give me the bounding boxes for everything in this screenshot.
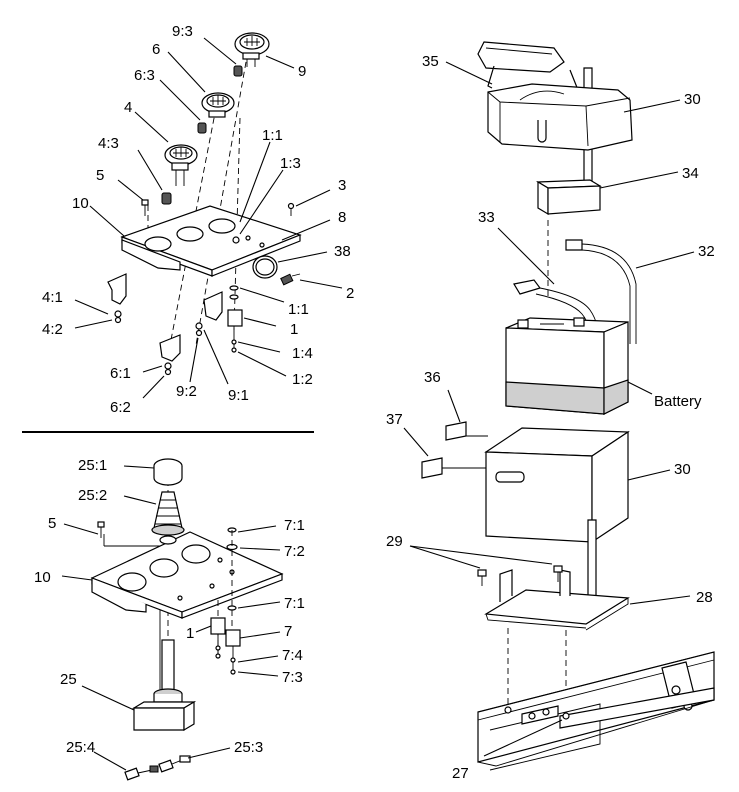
gauge-9 — [233, 32, 270, 77]
switch-7 — [225, 629, 241, 675]
callout-4-3: 4:3 — [98, 135, 119, 152]
callout-9-3: 9:3 — [172, 23, 193, 40]
clamp-38 — [252, 255, 278, 279]
battery-box-30 — [484, 427, 630, 544]
joystick-assembly — [61, 458, 284, 781]
bracket-6-1 — [159, 334, 181, 376]
callout-7-1-a: 7:1 — [284, 517, 305, 534]
tray-28 — [484, 519, 630, 631]
callout-7-1-b: 7:1 — [284, 595, 305, 612]
leaders-right — [403, 61, 695, 757]
frame-rail — [477, 651, 715, 771]
callout-9-1: 9:1 — [228, 387, 249, 404]
callout-7: 7 — [284, 623, 292, 640]
callout-5-bottom: 5 — [48, 515, 56, 532]
callout-25-3: 25:3 — [234, 739, 263, 756]
leaders-bottom-left — [61, 465, 281, 771]
callout-6-3: 6:3 — [134, 67, 155, 84]
callout-7-4: 7:4 — [282, 647, 303, 664]
callout-4-1: 4:1 — [42, 289, 63, 306]
callout-4-2: 4:2 — [42, 321, 63, 338]
callout-labels: 9:3 9 6 6:3 4 4:3 5 1:1 1:3 3 10 8 38 2 … — [34, 23, 715, 782]
callout-7-3: 7:3 — [282, 669, 303, 686]
callout-30-mid: 30 — [674, 461, 691, 478]
callout-3: 3 — [338, 177, 346, 194]
connector-25-3 — [158, 755, 191, 773]
callout-1-bottom: 1 — [186, 625, 194, 642]
callout-32: 32 — [698, 243, 715, 260]
callout-25-1: 25:1 — [78, 457, 107, 474]
callout-10-bottom: 10 — [34, 569, 51, 586]
callout-36: 36 — [424, 369, 441, 386]
bracket-9-1 — [195, 291, 223, 337]
cable-32 — [565, 239, 637, 344]
callout-1-1-mid: 1:1 — [288, 301, 309, 318]
callout-2: 2 — [346, 285, 354, 302]
callout-6: 6 — [152, 41, 160, 58]
block-34 — [535, 179, 603, 216]
panel-plate-bottom — [90, 531, 284, 619]
callout-29: 29 — [386, 533, 403, 550]
knob-25-1 — [153, 458, 183, 486]
callout-25-2: 25:2 — [78, 487, 107, 504]
callout-38: 38 — [334, 243, 351, 260]
cover-30-top — [487, 83, 633, 151]
gauge-panel-assembly — [74, 32, 343, 399]
callout-battery: Battery — [654, 393, 702, 410]
gauge-6 — [197, 92, 235, 134]
panel-plate-top — [120, 205, 302, 277]
screw-5-bottom — [97, 521, 105, 538]
callout-6-2: 6:2 — [110, 399, 131, 416]
leaders-top-left — [74, 37, 343, 399]
callout-33: 33 — [478, 209, 495, 226]
joystick-25 — [131, 639, 197, 732]
connector-25-4 — [124, 765, 159, 781]
boot-25-2 — [151, 491, 185, 536]
callout-8: 8 — [338, 209, 346, 226]
battery — [505, 317, 629, 415]
callout-30-top: 30 — [684, 91, 701, 108]
callout-4: 4 — [124, 99, 132, 116]
connector-2 — [280, 273, 301, 286]
sender-1-top — [227, 285, 243, 353]
screw-5-top — [141, 199, 149, 216]
callout-1-3: 1:3 — [280, 155, 301, 172]
gauge-4 — [161, 144, 198, 205]
callout-1-4: 1:4 — [292, 345, 313, 362]
callout-1-1-top: 1:1 — [262, 127, 283, 144]
callout-35: 35 — [422, 53, 439, 70]
bracket-4-1 — [107, 273, 127, 324]
battery-assembly — [403, 41, 715, 771]
callout-28: 28 — [696, 589, 713, 606]
callout-25: 25 — [60, 671, 77, 688]
callout-37: 37 — [386, 411, 403, 428]
label-36 — [445, 421, 467, 441]
switch-1-bottom — [210, 617, 226, 659]
label-37 — [421, 457, 443, 479]
callout-1-top: 1 — [290, 321, 298, 338]
callout-25-4: 25:4 — [66, 739, 95, 756]
callout-7-2: 7:2 — [284, 543, 305, 560]
callout-34: 34 — [682, 165, 699, 182]
bolts-29 — [477, 565, 563, 586]
callout-9: 9 — [298, 63, 306, 80]
callout-6-1: 6:1 — [110, 365, 131, 382]
callout-5-top: 5 — [96, 167, 104, 184]
nut-27 — [504, 706, 570, 720]
screw-3 — [287, 202, 295, 216]
callout-10-top: 10 — [72, 195, 89, 212]
callout-1-2: 1:2 — [292, 371, 313, 388]
callout-27: 27 — [452, 765, 469, 782]
callout-9-2: 9:2 — [176, 383, 197, 400]
